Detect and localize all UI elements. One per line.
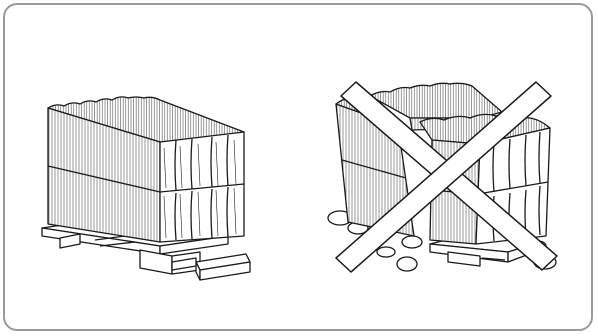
cross-mark-icon [335, 81, 558, 273]
correct-stack-panel [41, 96, 251, 281]
stack-short-side [159, 131, 245, 243]
incorrect-stack-panel [327, 81, 558, 273]
stack-top [47, 96, 245, 143]
